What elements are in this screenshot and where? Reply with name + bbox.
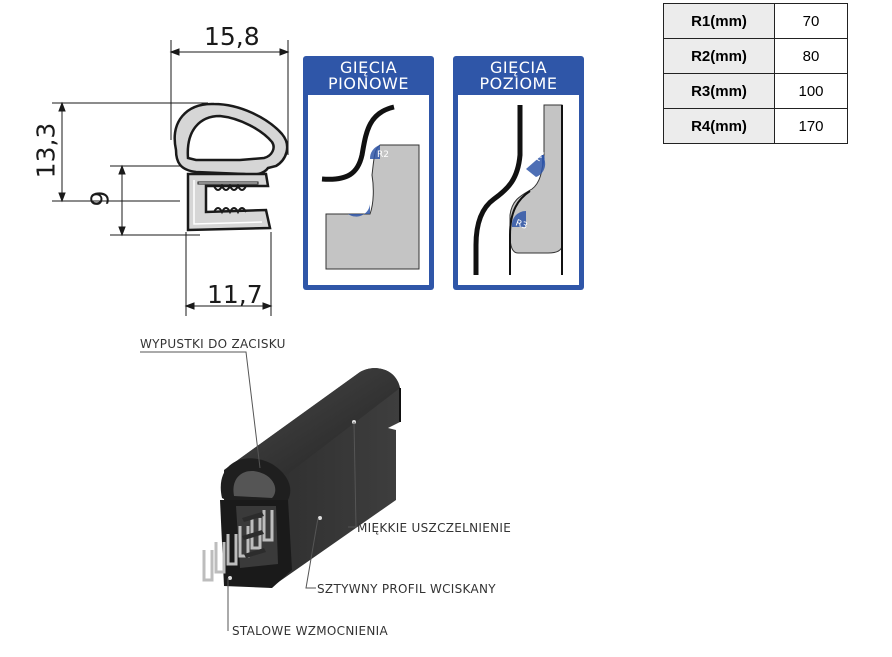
rigid-profile-callout: SZTYWNY PROFIL WCISKANY	[317, 582, 496, 596]
bend-radii-table: R1(mm) 70 R2(mm) 80 R3(mm) 100 R4(mm) 17…	[663, 3, 848, 144]
radius-value: 170	[774, 108, 848, 144]
vertical-bends-title-2: PIONOWE	[328, 74, 409, 93]
horizontal-bends-title-1: GIĘCIA	[489, 58, 548, 77]
width-dimension-label: 15,8	[204, 22, 260, 51]
vertical-bends-illustration: R2 R1	[308, 95, 429, 285]
clamp-tabs-callout: WYPUSTKI DO ZACISKU	[140, 337, 286, 351]
horizontal-bends-panel: GIĘCIA POZIOME R4 R3	[453, 56, 584, 290]
radius-key: R2(mm)	[663, 38, 775, 74]
r3-label: R3	[514, 218, 529, 231]
r2-label: R2	[377, 150, 389, 160]
horizontal-bends-title-2: POZIOME	[479, 74, 558, 93]
radius-value: 70	[774, 3, 848, 39]
horizontal-bends-illustration: R4 R3	[458, 95, 579, 285]
soft-seal-callout: MIĘKKIE USZCZELNIENIE	[357, 521, 512, 535]
clip-width-dimension-label: 11,7	[207, 280, 263, 309]
vertical-bends-title-1: GIĘCIA	[339, 58, 398, 77]
r1-label: R1	[351, 205, 363, 215]
radius-value: 80	[774, 38, 848, 74]
table-row: R2(mm) 80	[663, 38, 848, 74]
profile-cross-section-drawing	[52, 40, 290, 316]
profile-3d-render	[202, 368, 401, 588]
steel-reinforcement-callout: STALOWE WZMOCNIENIA	[232, 624, 388, 638]
radius-value: 100	[774, 73, 848, 109]
radius-key: R1(mm)	[663, 3, 775, 39]
table-row: R1(mm) 70	[663, 3, 848, 39]
table-row: R4(mm) 170	[663, 108, 848, 144]
vertical-bends-panel: GIĘCIA PIONOWE R2 R1	[303, 56, 434, 290]
